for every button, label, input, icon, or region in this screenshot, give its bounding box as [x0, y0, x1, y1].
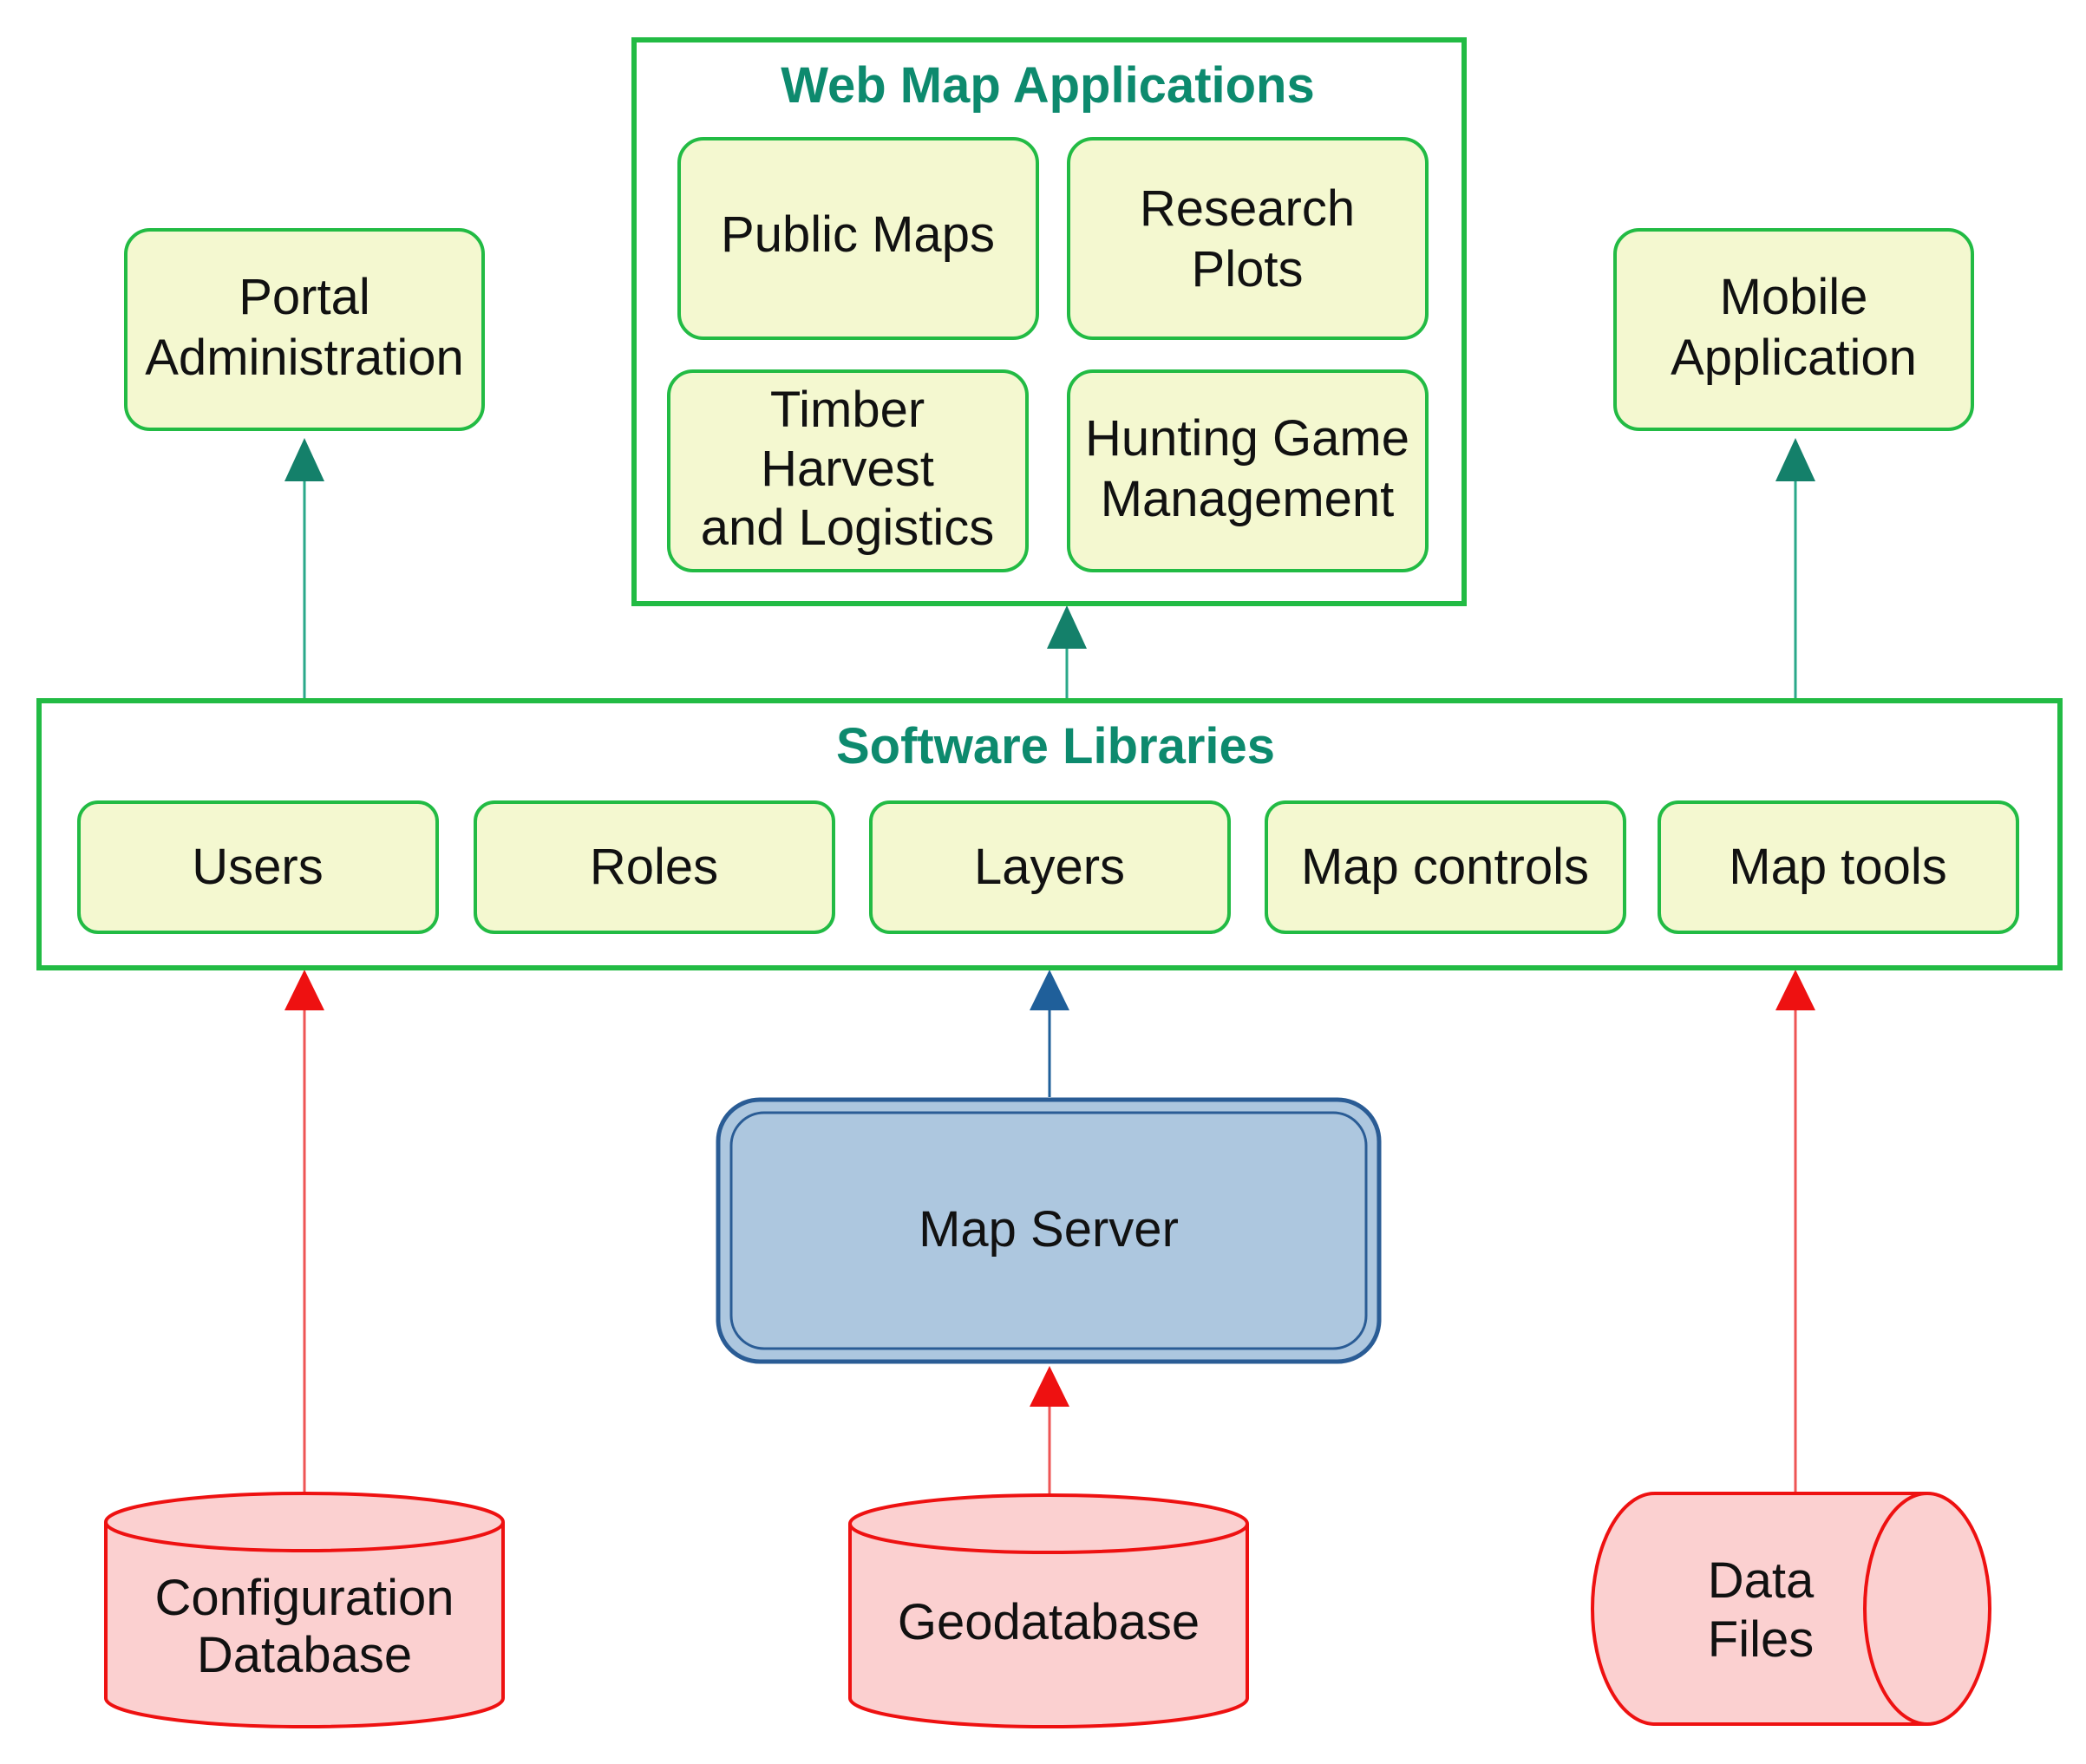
users-label: Users — [192, 839, 323, 895]
web-map-applications-group: Web Map Applications Public Maps Researc… — [631, 37, 1467, 606]
label-line: Plots — [1192, 241, 1304, 297]
public-maps-node[interactable]: Public Maps — [677, 137, 1039, 340]
connector-geodatabase-to-map-server — [1030, 1366, 1069, 1493]
label-line: Configuration — [155, 1570, 454, 1626]
software-libraries-title: Software Libraries — [836, 718, 1275, 774]
map-controls-node[interactable]: Map controls — [1265, 800, 1626, 934]
web-map-applications-title: Web Map Applications — [781, 57, 1315, 114]
label-line: Database — [197, 1627, 412, 1683]
map-tools-node[interactable]: Map tools — [1658, 800, 2019, 934]
label-line: Map tools — [1729, 839, 1946, 895]
label-line: Roles — [590, 839, 718, 895]
label-line: Map Server — [919, 1201, 1179, 1258]
label-line: Public Maps — [721, 206, 995, 263]
label-line: Management — [1101, 471, 1395, 527]
label-line: Timber — [770, 382, 925, 438]
roles-label: Roles — [590, 839, 718, 895]
label-line: and Logistics — [701, 500, 995, 556]
label-line: Mobile — [1720, 269, 1868, 325]
geodatabase-node[interactable]: Geodatabase — [848, 1493, 1249, 1728]
public-maps-label: Public Maps — [721, 206, 995, 263]
label-line: Data — [1708, 1552, 1815, 1609]
label-line: Users — [192, 839, 323, 895]
roles-node[interactable]: Roles — [474, 800, 835, 934]
software-libraries-group: Software Libraries Users Roles Layers Ma… — [36, 698, 2063, 970]
label-line: Geodatabase — [898, 1594, 1200, 1650]
geodatabase-label: Geodatabase — [898, 1594, 1200, 1650]
layers-node[interactable]: Layers — [869, 800, 1231, 934]
label-line: Administration — [145, 330, 463, 386]
connector-libraries-to-web-apps — [1047, 605, 1087, 701]
label-line: Layers — [974, 839, 1125, 895]
label-line: Map controls — [1301, 839, 1589, 895]
connector-data-files-to-libraries — [1775, 970, 1815, 1492]
connector-libraries-to-portal — [284, 438, 324, 701]
label-line: Research — [1140, 180, 1355, 237]
connector-map-server-to-libraries — [1030, 970, 1069, 1097]
map-server-node[interactable]: Map Server — [716, 1097, 1382, 1364]
label-line: Files — [1708, 1611, 1814, 1668]
label-line: Application — [1671, 330, 1917, 386]
label-line: Hunting Game — [1085, 410, 1409, 467]
connector-libraries-to-mobile — [1775, 438, 1815, 701]
label-line: Portal — [239, 269, 370, 325]
map-server-label: Map Server — [919, 1201, 1179, 1258]
map-controls-label: Map controls — [1301, 839, 1589, 895]
users-node[interactable]: Users — [77, 800, 439, 934]
connector-config-db-to-libraries — [284, 970, 324, 1492]
label-line: Harvest — [761, 441, 934, 497]
map-tools-label: Map tools — [1729, 839, 1946, 895]
layers-label: Layers — [974, 839, 1125, 895]
